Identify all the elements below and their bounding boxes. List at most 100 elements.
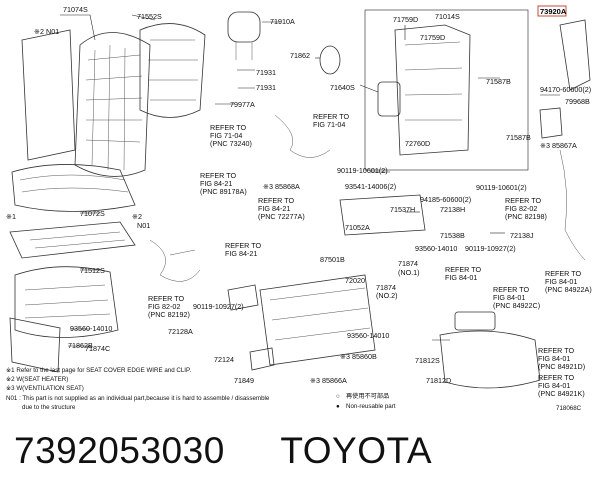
ref-line: (PNC 82192) (148, 310, 190, 319)
legend: ○ 再使用不可部品 ● Non-reusable part (336, 392, 396, 410)
part-label: 90119-10601(2) (476, 183, 527, 192)
part-labels: 71074S ※2 N01 71552S 71910A 71931 71931 … (6, 5, 591, 385)
part-label: 71759D (393, 15, 418, 24)
part-label: 90119-10601(2) (337, 166, 388, 175)
reference-r10: REFER TO FIG 84-01 (PNC 84922A) (545, 269, 592, 294)
marker-1: ※1 (6, 212, 16, 221)
part-label: 71538B (440, 231, 465, 240)
cushion-pad-drawing (9, 266, 119, 373)
part-label: (NO.1) (398, 268, 420, 277)
part-label: ※3 85868A (263, 182, 300, 191)
ref-line: (PNC 89178A) (200, 187, 247, 196)
part-label: 71862B (68, 341, 93, 350)
part-label: 71552S (137, 12, 162, 21)
ref-line: FIG 84-21 (200, 179, 232, 188)
part-label: 72138H (440, 205, 465, 214)
ref-line: REFER TO (538, 346, 574, 355)
part-label: ※3 85860B (340, 352, 377, 361)
part-label: 71587B (486, 77, 511, 86)
part-label: 71849 (234, 376, 254, 385)
reference-r7: REFER TO FIG 82-02 (PNC 82192) (148, 294, 190, 319)
part-label: 79977A (230, 100, 255, 109)
wire-harness-drawing (149, 114, 586, 282)
brand-name: TOYOTA (280, 430, 433, 471)
ref-line: (PNC 73240) (210, 139, 252, 148)
ref-line: REFER TO (225, 241, 261, 250)
part-label: ※3 85867A (540, 141, 577, 150)
part-label: (NO.2) (376, 291, 398, 300)
reference-r1: REFER TO FIG 71-04 (PNC 73240) (210, 123, 252, 148)
reference-r6: REFER TO FIG 82-02 (PNC 82198) (505, 196, 547, 221)
part-label: 72020 (345, 276, 365, 285)
part-label: 79968B (565, 97, 590, 106)
ref-line: (PNC 84922A) (545, 285, 592, 294)
ref-line: FIG 84-01 (538, 381, 570, 390)
part-label: ※2 N01 (34, 27, 59, 36)
part-label: 93560-14010 (415, 244, 457, 253)
note-line: ※3 W(VENTILATION SEAT) (6, 385, 84, 392)
part-label: 71812D (426, 376, 451, 385)
diagram-code: 718068C (556, 405, 582, 412)
part-label: 71910A (270, 17, 295, 26)
ref-line: (PNC 72277A) (258, 212, 305, 221)
ref-line: REFER TO (538, 373, 574, 382)
part-label: 71537H (390, 205, 415, 214)
ref-line: FIG 71-04 (210, 131, 242, 140)
reference-r2: REFER TO FIG 71-04 (313, 112, 351, 129)
part-label: 71587B (506, 133, 531, 142)
reference-r12: REFER TO FIG 84-01 (PNC 84921K) (538, 373, 585, 398)
part-label: 71931 (256, 83, 276, 92)
ref-line: REFER TO (313, 112, 349, 121)
side-trim-drawing (539, 19, 591, 139)
reference-callouts: REFER TO FIG 71-04 (PNC 73240) REFER TO … (148, 112, 592, 398)
part-label: 71812S (415, 356, 440, 365)
leader-lines (60, 14, 560, 347)
part-label: 71931 (256, 68, 276, 77)
part-label: 71874C (85, 344, 110, 353)
reference-r4: REFER TO FIG 84-21 (PNC 72277A) (258, 196, 305, 221)
part-label: 71874 (398, 259, 418, 268)
highlighted-part-label: 73920A (540, 7, 567, 16)
exploded-parts-diagram: 71074S ※2 N01 71552S 71910A 71931 71931 … (6, 5, 592, 412)
part-label: 71862 (290, 51, 310, 60)
footer-caption: 7392053030 TOYOTA (14, 430, 594, 490)
ref-line: FIG 84-01 (538, 354, 570, 363)
legend-text: Non-reusable part (346, 403, 396, 410)
note-line: N01 : This part is not supplied as an in… (6, 395, 270, 402)
ref-line: FIG 84-21 (258, 204, 290, 213)
ref-line: (PNC 82198) (505, 212, 547, 221)
ref-line: FIG 82-02 (505, 204, 537, 213)
part-label: 72124 (214, 355, 234, 364)
part-label: ※3 85866A (310, 376, 347, 385)
highlight-box (537, 5, 567, 17)
part-label: 71512S (80, 266, 105, 275)
ref-line: (PNC 84921D) (538, 362, 585, 371)
reference-r8: REFER TO FIG 84-01 (445, 265, 483, 282)
seatback-pad-drawing (139, 11, 261, 118)
ref-line: REFER TO (545, 269, 581, 278)
part-label: 87501B (320, 255, 345, 264)
part-label: 71074S (63, 5, 88, 14)
reference-r5: REFER TO FIG 84-21 (225, 241, 263, 258)
part-label: 72760D (405, 139, 430, 148)
legend-symbol: ○ (336, 393, 340, 400)
ref-line: REFER TO (210, 123, 246, 132)
part-label: 71874 (376, 283, 396, 292)
part-label: 71052A (345, 223, 370, 232)
part-label: 71014S (435, 12, 460, 21)
part-label: 90119-10927(2) (193, 302, 244, 311)
part-label: 94170-60600(2) (540, 85, 591, 94)
ref-line: REFER TO (258, 196, 294, 205)
legend-text: 再使用不可部品 (346, 392, 389, 400)
seatback-frame-drawing (319, 9, 529, 171)
cushion-cover-drawing (9, 164, 136, 259)
ref-line: FIG 84-01 (445, 273, 477, 282)
note-line: due to the structure (22, 404, 76, 411)
part-label: 72138J (510, 231, 534, 240)
marker-2: ※2 (132, 212, 142, 221)
side-shield-drawing (249, 311, 541, 389)
part-label: 71640S (330, 83, 355, 92)
ref-line: FIG 82-02 (148, 302, 180, 311)
reference-r11: REFER TO FIG 84-01 (PNC 84921D) (538, 346, 585, 371)
